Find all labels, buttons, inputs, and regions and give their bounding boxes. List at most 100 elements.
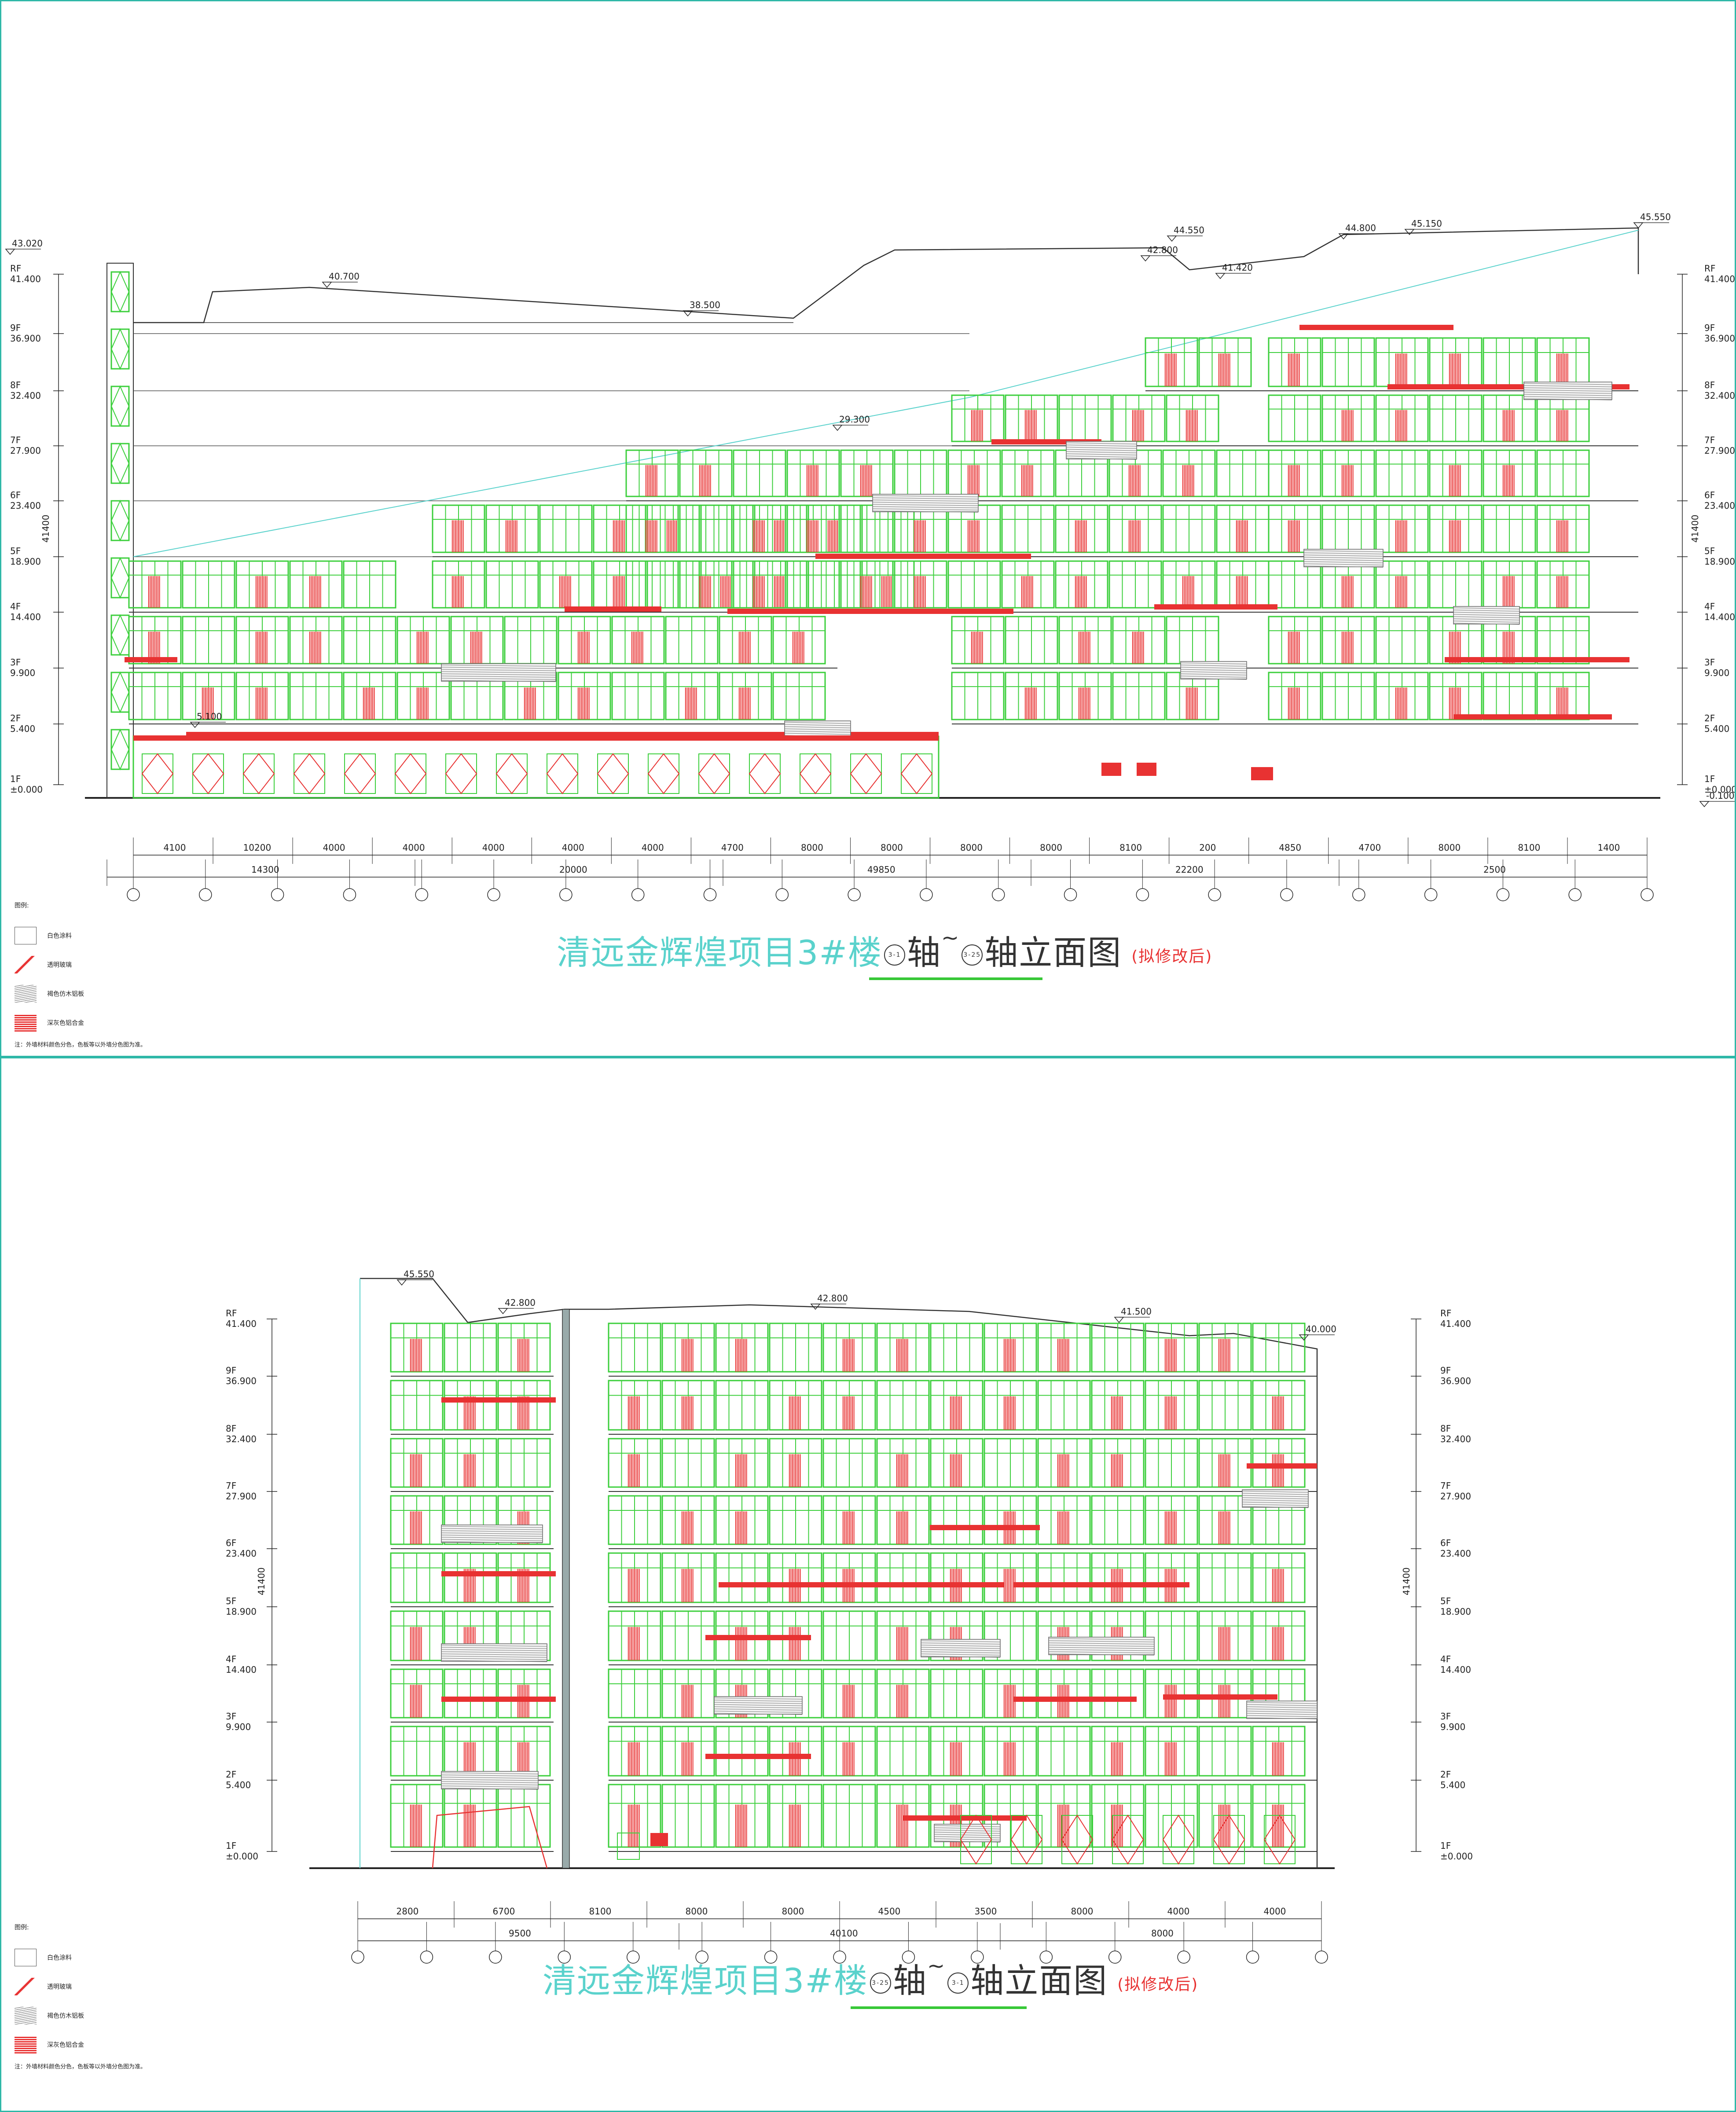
window-bay [1108, 560, 1162, 609]
wood-panel [441, 1524, 543, 1543]
spot-triangle-icon [322, 282, 332, 288]
window-bay [1037, 1668, 1091, 1719]
window-bay [289, 616, 343, 665]
legend-swatch-glass [15, 1978, 37, 1995]
spot-elevation: 42.800 [498, 1297, 536, 1315]
window-bay [769, 1380, 822, 1431]
window-bay [485, 504, 539, 553]
window-bay [733, 504, 786, 553]
spot-label: 5.100 [197, 711, 222, 722]
window-bay [1198, 1495, 1252, 1545]
level-name: 1F [226, 1840, 236, 1851]
window-bay [625, 560, 679, 609]
wood-grain [1066, 442, 1137, 444]
wood-grain [1242, 1491, 1309, 1493]
axis-bubble [1568, 888, 1582, 901]
wood-grain [1453, 610, 1520, 612]
dimension-label: 4000 [1264, 1906, 1286, 1917]
level-elevation: 9.900 [1704, 668, 1729, 678]
window-bay [822, 1380, 876, 1431]
window-bay [1001, 449, 1055, 497]
door-glass-diamond [141, 753, 174, 794]
total-height-label: 41400 [40, 514, 51, 543]
dimension-label: 8000 [686, 1906, 708, 1917]
door-glass-diamond [1213, 1814, 1245, 1865]
axis-bubble [1108, 1950, 1122, 1964]
level-elevation: 5.400 [226, 1780, 251, 1790]
wood-grain [1453, 618, 1520, 621]
wood-grain [1303, 566, 1384, 568]
window-bay [432, 504, 485, 553]
window-bay [289, 560, 343, 609]
level-elevation: 23.400 [226, 1548, 257, 1559]
legend-item: 褐色仿木铝板 [15, 979, 146, 1008]
window-bay [1429, 394, 1483, 442]
level-elevation: 9.900 [10, 668, 35, 678]
window-bay [1268, 337, 1321, 387]
level-elevation: 27.900 [10, 445, 41, 456]
level-elevation: ±0.000 [10, 784, 43, 795]
wood-grain [1048, 1638, 1155, 1640]
level-elevation: 23.400 [1704, 500, 1735, 511]
dimension-label: 4700 [721, 842, 744, 853]
storefront-door [395, 753, 426, 794]
storefront-door [294, 753, 325, 794]
window-bay [769, 1552, 822, 1603]
window-bay [1091, 1726, 1145, 1777]
aluminium-band [441, 1571, 556, 1576]
legend-label: 深灰色铝合金 [47, 1020, 84, 1027]
window-bay [128, 616, 182, 665]
window-bay [1037, 1552, 1091, 1603]
title-tail: 轴立面图 [984, 933, 1122, 972]
wood-grain [1523, 387, 1612, 389]
dimension-label: 4000 [1167, 1906, 1190, 1917]
level-elevation: 32.400 [1440, 1434, 1471, 1444]
level-name: 7F [1704, 435, 1715, 445]
window-bay [1483, 394, 1536, 442]
level-name: 7F [1440, 1480, 1451, 1491]
window-bay [1166, 672, 1219, 720]
spot-triangle-icon [1699, 801, 1710, 808]
window-bay [608, 1668, 661, 1719]
legend-swatch-red [15, 1014, 37, 1032]
aluminium-band [815, 554, 1031, 559]
wood-grain [784, 726, 851, 728]
storefront-door [1264, 1815, 1296, 1864]
wood-grain [1303, 563, 1384, 566]
window-bay [646, 560, 700, 609]
level-name: 2F [10, 713, 21, 724]
facade-floor [1145, 337, 1269, 391]
window-bay [1216, 449, 1270, 497]
facade-floor [128, 672, 837, 724]
spot-label: 40.700 [329, 271, 360, 282]
window-bay [235, 672, 289, 720]
level-name: 8F [226, 1423, 236, 1434]
axis-from-badge: 3-25 [870, 1972, 892, 1994]
window-bay [1112, 616, 1166, 665]
window-bay [715, 1380, 769, 1431]
wood-grain [1048, 1645, 1155, 1647]
wood-grain [1453, 616, 1520, 618]
dimension-label: 6700 [493, 1906, 515, 1917]
title-underline [851, 2006, 1027, 2009]
window-bay [444, 1322, 497, 1373]
window-bay [1091, 1322, 1145, 1373]
storefront-door [597, 753, 629, 794]
spot-elevation: -0.100 [1699, 790, 1735, 808]
level-name: 1F [1704, 774, 1715, 784]
window-bay [769, 1495, 822, 1545]
legend-swatch-wood [15, 2007, 37, 2024]
wood-grain [1180, 676, 1247, 678]
spot-label: 45.550 [404, 1269, 434, 1279]
wood-panel [441, 1771, 539, 1790]
aluminium-band [441, 1397, 556, 1403]
axis-bubble [764, 1950, 778, 1964]
facade-floor [1268, 504, 1638, 557]
wood-grain [934, 1829, 1001, 1832]
level-elevation: 14.400 [226, 1664, 257, 1675]
level-name: 3F [1704, 657, 1715, 668]
door-glass-diamond [850, 753, 882, 794]
core-diamond [110, 385, 130, 427]
wood-grain [1180, 673, 1247, 676]
window-bay [1001, 560, 1055, 609]
